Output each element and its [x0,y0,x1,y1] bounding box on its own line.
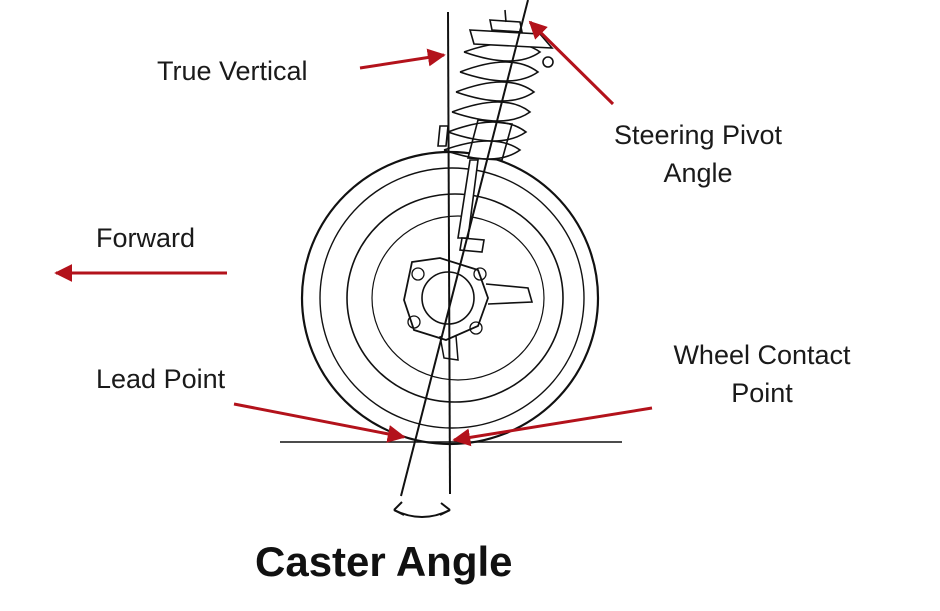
true-vertical-arrow [359,48,446,70]
double-arrow-arc-icon [393,501,451,518]
caster-angle-title: Caster Angle [255,538,513,585]
forward-label: Forward [96,223,196,253]
lead-point-arrow [233,402,406,443]
lead-point-label: Lead Point [96,364,226,394]
true-vertical-line [447,11,451,495]
wheel-contact-label-line1: Wheel Contact [673,340,851,370]
true-vertical-label: True Vertical [157,56,308,86]
steering-axis-line [400,0,529,497]
steering-pivot-arrow [528,20,615,106]
steering-pivot-label-line2: Angle [663,158,733,188]
wheel-contact-label-line2: Point [731,378,793,408]
steering-pivot-label-line1: Steering Pivot [613,120,783,150]
wheel-contact-arrow [452,406,653,447]
